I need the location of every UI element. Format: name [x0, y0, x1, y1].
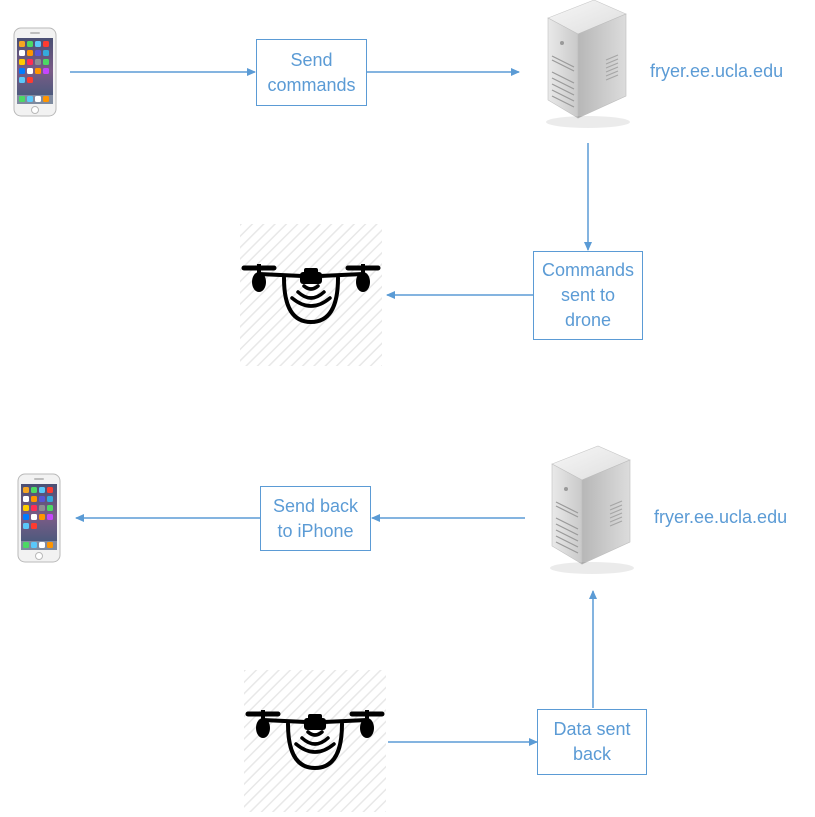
server-hostname-label: fryer.ee.ucla.edu	[650, 61, 784, 81]
box-line: to iPhone	[277, 520, 354, 541]
box-line: drone	[564, 310, 612, 330]
data-sent-back-box: Data sent back	[537, 709, 647, 775]
box-line: Commands	[541, 260, 635, 280]
server-tower-icon	[545, 0, 631, 129]
server-tower-icon	[549, 445, 635, 575]
server-hostname-label: fryer.ee.ucla.edu	[654, 507, 788, 527]
box-line: back	[572, 744, 612, 764]
box-line: sent to	[560, 285, 616, 305]
iphone-icon	[17, 473, 61, 563]
send-back-box: Send back to iPhone	[260, 486, 371, 551]
commands-sent-box: Commands sent to drone	[533, 251, 643, 340]
iphone-icon	[13, 27, 57, 117]
drone-icon	[244, 670, 386, 812]
box-line: Send back	[272, 495, 359, 516]
drone-icon	[240, 224, 382, 366]
box-line: Data sent	[553, 719, 631, 739]
box-line: Send	[290, 49, 333, 70]
box-line: commands	[267, 74, 356, 95]
send-commands-box: Send commands	[256, 39, 367, 106]
